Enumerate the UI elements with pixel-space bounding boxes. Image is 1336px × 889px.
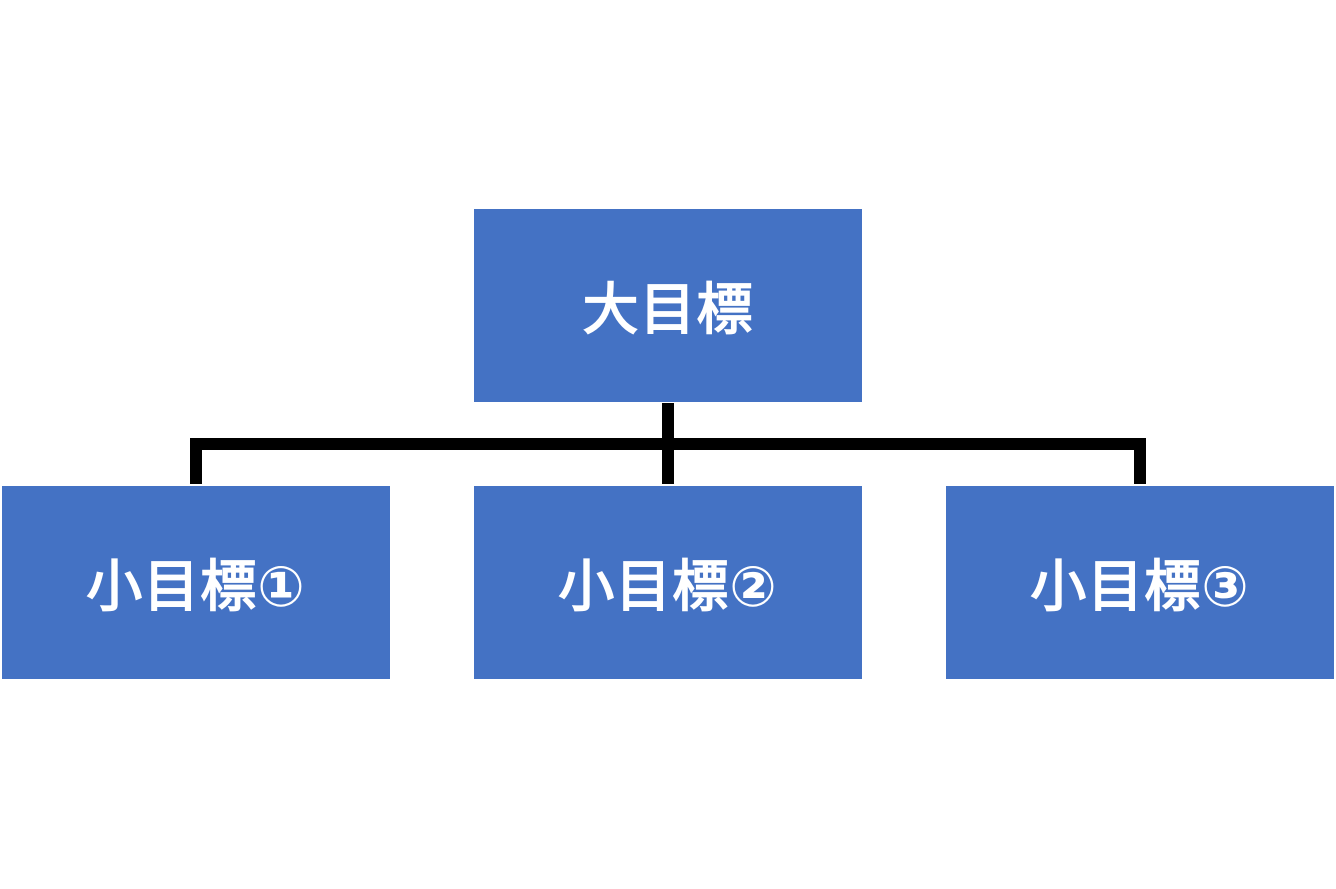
sub-goal-label-2: 小目標② [558, 555, 778, 620]
sub-goal-label-1: 小目標① [86, 555, 306, 620]
root-goal-box: 大目標 [474, 209, 862, 402]
sub-goal-label-3: 小目標③ [1030, 555, 1250, 620]
sub-goal-box-1: 小目標① [2, 486, 390, 679]
sub-goal-box-2: 小目標② [474, 486, 862, 679]
sub-goal-box-3: 小目標③ [946, 486, 1334, 679]
root-goal-label: 大目標 [582, 278, 754, 343]
